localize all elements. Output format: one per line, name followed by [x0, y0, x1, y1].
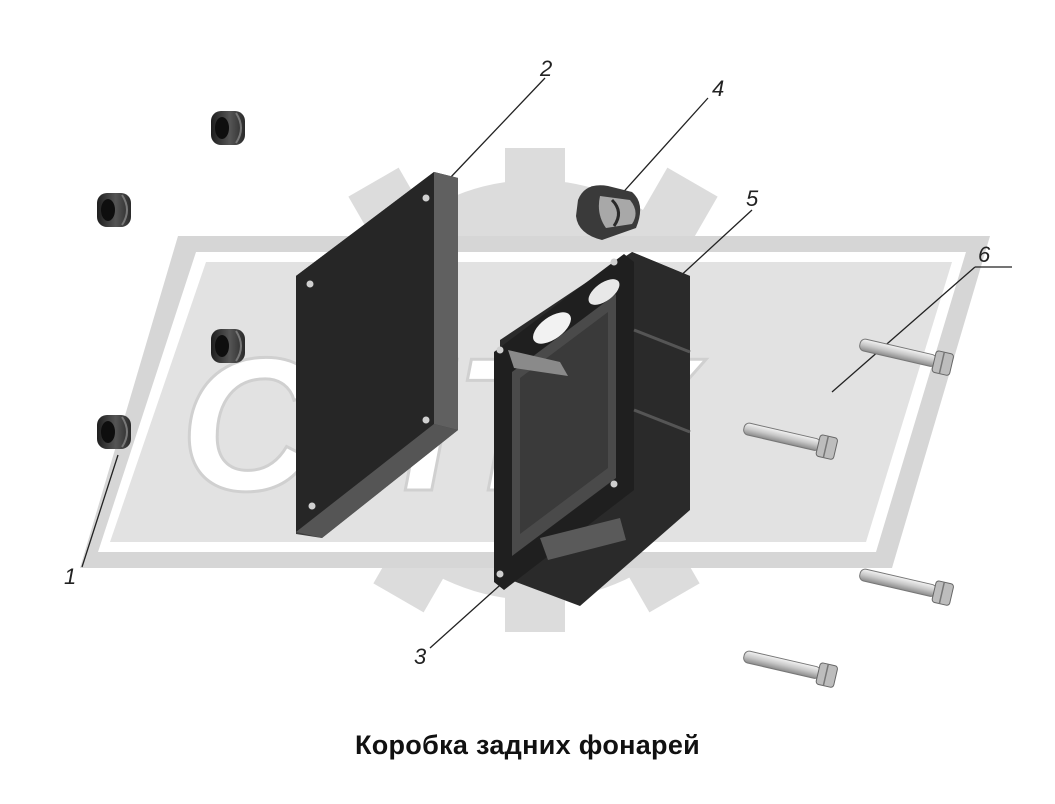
leader-line-6 — [831, 266, 976, 393]
callout-1: 1 — [64, 564, 76, 589]
bolt — [859, 338, 954, 376]
leader-line-5 — [675, 209, 753, 281]
nut — [211, 111, 245, 145]
nut — [97, 415, 131, 449]
callout-3: 3 — [414, 644, 427, 669]
part-2-cover-plate — [296, 172, 458, 538]
part-5-housing-box — [494, 252, 691, 606]
callout-6: 6 — [978, 242, 991, 267]
callout-numbers: 1 2 3 4 5 6 — [64, 56, 991, 669]
leader-line-1 — [81, 454, 119, 568]
part-1-nuts — [97, 111, 245, 449]
diagram-caption: Коробка задних фонарей — [354, 730, 701, 760]
bolt — [743, 422, 838, 460]
leader-line-4 — [617, 97, 709, 199]
leader-line-3 — [429, 577, 509, 649]
callout-2: 2 — [539, 56, 552, 81]
bolt — [859, 568, 954, 606]
nut — [211, 329, 245, 363]
part-6-bolts — [743, 338, 954, 688]
nut — [97, 193, 131, 227]
part-4-grommet — [576, 185, 641, 240]
callout-5: 5 — [746, 186, 759, 211]
bolt — [743, 650, 838, 688]
leader-lines — [81, 77, 1012, 649]
callout-4: 4 — [712, 76, 724, 101]
leader-line-2 — [449, 77, 546, 179]
